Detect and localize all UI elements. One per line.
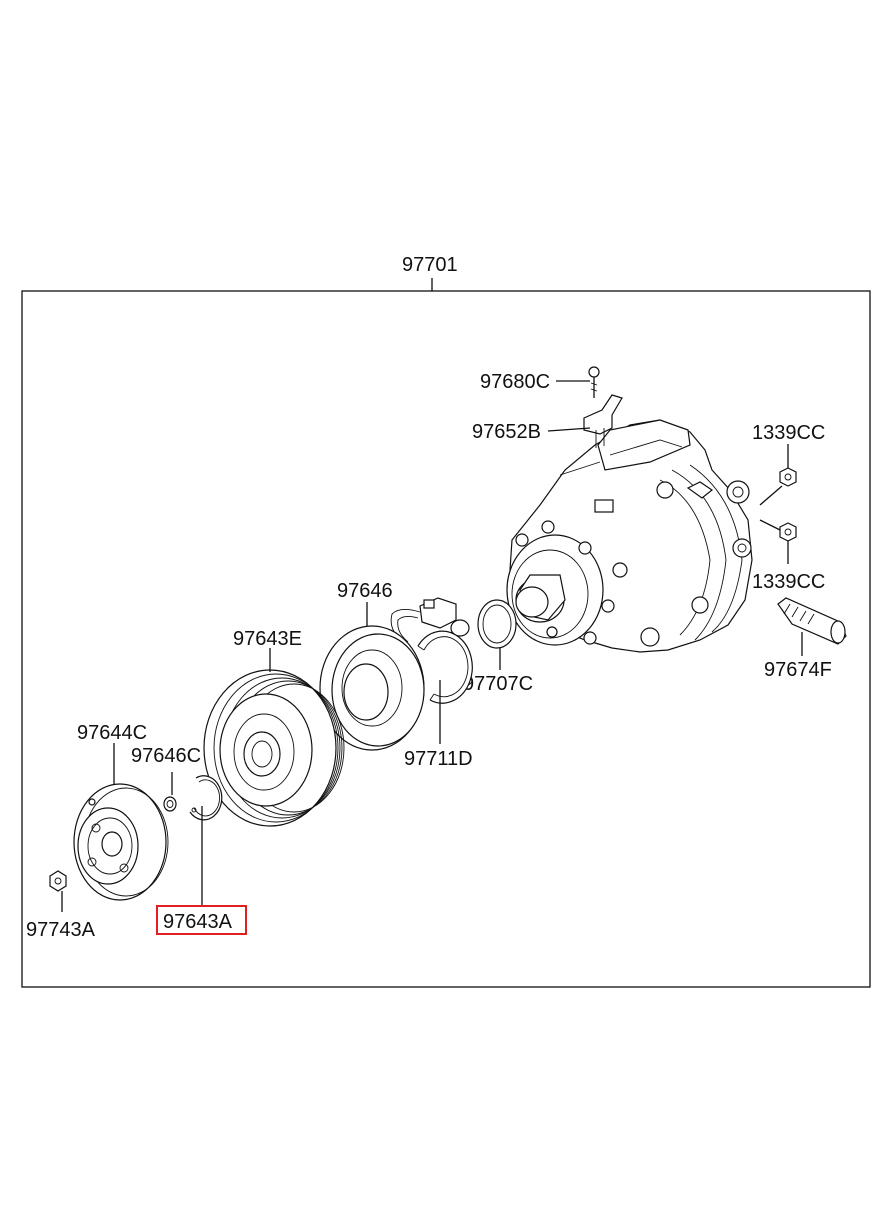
field-coil-connector-97646[interactable] <box>390 597 470 643</box>
label-snap-ring-pulley[interactable]: 97643A <box>163 911 233 933</box>
pulley-97643e[interactable] <box>203 669 345 827</box>
label-pulley[interactable]: 97643E <box>233 628 302 650</box>
hub-97644c[interactable] <box>73 783 169 901</box>
label-snap-ring-coil[interactable]: 97711D <box>404 748 473 770</box>
highlight-box <box>156 905 247 935</box>
label-hub[interactable]: 97644C <box>77 722 147 744</box>
snap-ring-97711d[interactable] <box>417 630 473 704</box>
bolt-97680c[interactable] <box>588 366 600 398</box>
snap-ring-97643a[interactable] <box>189 775 223 821</box>
label-bracket[interactable]: 97652B <box>472 421 541 443</box>
nut-1339cc-top[interactable] <box>779 467 797 487</box>
label-nut-bottom[interactable]: 1339CC <box>752 571 825 593</box>
label-switch[interactable]: 97674F <box>764 659 832 681</box>
field-coil-97646[interactable] <box>319 625 425 751</box>
hub-nut-97743a[interactable] <box>49 870 67 892</box>
label-field-coil[interactable]: 97646 <box>337 580 393 602</box>
assembly-frame <box>21 290 871 988</box>
label-hub-nut[interactable]: 97743A <box>26 919 96 941</box>
label-nut-top[interactable]: 1339CC <box>752 422 825 444</box>
nut-bottom-guide <box>759 519 781 531</box>
nut-top-guide <box>759 485 783 506</box>
leader-bracket <box>547 427 591 432</box>
label-assembly[interactable]: 97701 <box>402 254 458 276</box>
o-ring-97707c[interactable] <box>477 599 517 649</box>
label-bolt[interactable]: 97680C <box>480 371 550 393</box>
label-o-ring[interactable]: 97707C <box>463 673 533 695</box>
shim-97646c[interactable] <box>163 796 177 812</box>
bracket-97652b[interactable] <box>583 394 623 448</box>
nut-1339cc-bottom[interactable] <box>779 522 797 542</box>
label-shim[interactable]: 97646C <box>131 745 201 767</box>
pressure-switch-97674f[interactable] <box>777 597 847 645</box>
compressor-body[interactable] <box>506 419 753 653</box>
boss-top <box>594 499 614 513</box>
